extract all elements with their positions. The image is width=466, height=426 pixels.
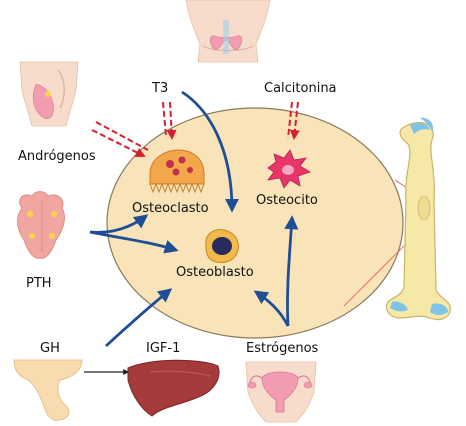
osteocyte-cell-icon: [267, 149, 311, 189]
label-t3: T3: [151, 81, 168, 96]
liver-icon: [127, 359, 220, 417]
estrogenos-to-osteoblasto-arrow: [253, 290, 290, 327]
male-pelvis-icon: [19, 61, 79, 127]
pituitary-icon: [13, 359, 83, 421]
osteoclast-cell-icon: [149, 149, 205, 194]
label-igf1: IGF-1: [146, 341, 180, 356]
label-osteocito: Osteocito: [256, 193, 318, 208]
label-estrogenos: Estrógenos: [246, 341, 319, 356]
label-pth: PTH: [26, 276, 52, 291]
calcitonina-to-osteocito-arrow: [287, 101, 300, 140]
t3-to-osteoblasto-arrow: [181, 90, 239, 213]
estrogenos-to-osteocito-arrow: [284, 215, 299, 327]
pth-to-osteoblasto-arrow: [89, 230, 179, 254]
label-osteoblasto: Osteoblasto: [176, 265, 254, 280]
label-calcitonina: Calcitonina: [264, 81, 337, 96]
parathyroid-icon: [17, 191, 65, 259]
label-androgenos: Andrógenos: [18, 149, 96, 164]
gh-to-osteoblasto-arrow: [105, 288, 173, 348]
t3-to-osteoclasto-arrow: [162, 101, 177, 140]
bone-matrix-ellipse: [106, 107, 404, 339]
uterus-ovaries-icon: [245, 361, 317, 423]
thyroid-neck-icon: [185, 0, 271, 63]
label-gh: GH: [40, 341, 60, 356]
femur-bone-icon: [385, 117, 451, 321]
osteoblast-cell-icon: [205, 229, 239, 263]
androgenos-to-osteoclasto-arrow: [91, 121, 149, 157]
label-osteoclasto: Osteoclasto: [132, 201, 209, 216]
